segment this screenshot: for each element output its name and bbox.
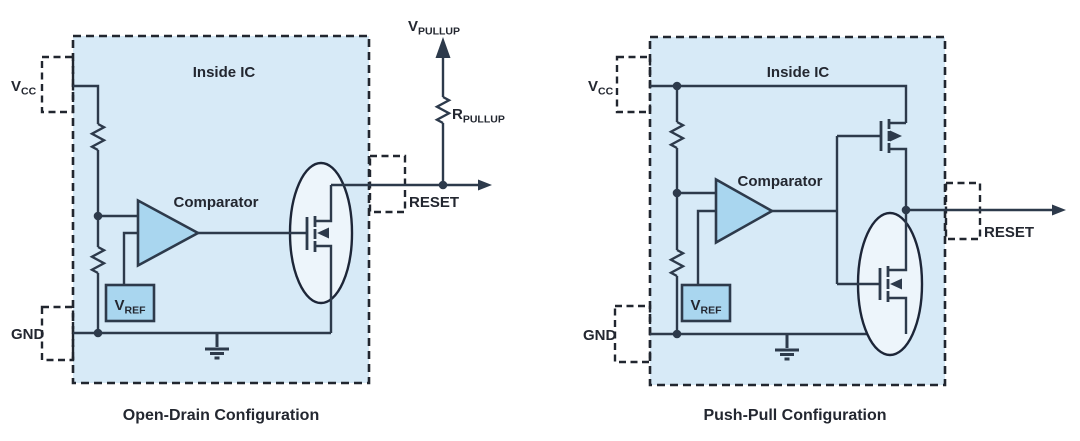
- drain-wire: [315, 185, 333, 223]
- divider-tap-dot: [93, 211, 103, 221]
- comparator-label: Comparator: [173, 194, 258, 211]
- ground-symbol: [205, 333, 229, 360]
- reset-arrow-icon: [1052, 204, 1066, 216]
- nmos-transistor: [837, 210, 908, 334]
- comparator-minus-input-wire: [122, 231, 138, 285]
- vcc-rail: [650, 84, 908, 123]
- divider-resistor-bottom: [668, 248, 686, 278]
- diagram-caption: Push-Pull Configuration: [703, 407, 886, 424]
- divider-tap-dot: [672, 188, 682, 198]
- gnd-junction-dot: [672, 329, 682, 339]
- pullup-resistor: [434, 95, 452, 125]
- source-wire: [315, 244, 333, 333]
- gnd-junction-dot: [93, 328, 103, 338]
- vpullup-arrow-icon: [435, 37, 451, 58]
- divider-resistor-top: [668, 120, 686, 150]
- pmos-transistor: [837, 119, 908, 210]
- inside-ic-label: Inside IC: [767, 64, 830, 81]
- vref-label: VREF: [114, 297, 146, 317]
- ground-symbol: [775, 334, 799, 361]
- comparator-minus-input-wire: [696, 209, 716, 285]
- gnd-label: GND: [11, 326, 45, 343]
- reset-label: RESET: [984, 224, 1034, 241]
- vcc-label: VCC: [11, 78, 37, 98]
- output-junction-dot: [901, 205, 911, 215]
- body-arrow-icon: [317, 227, 329, 239]
- drain-wire: [888, 210, 908, 272]
- source-wire: [888, 296, 908, 334]
- push-pull-diagram: Inside IC VCC GND RESET Comparator V: [583, 35, 1066, 424]
- nmos-transistor: [198, 185, 333, 333]
- inside-ic-label: Inside IC: [193, 64, 256, 81]
- rpullup-label: RPULLUP: [452, 106, 505, 126]
- divider-resistor-top: [89, 122, 107, 152]
- reset-arrow-icon: [478, 179, 492, 191]
- comparator: [714, 177, 775, 245]
- comparator-label: Comparator: [737, 173, 822, 190]
- vcc-pin-box: [615, 55, 652, 114]
- open-drain-diagram: Inside IC VCC GND RESET Comparator VREF: [11, 18, 505, 424]
- vref-box: [104, 283, 156, 323]
- body-arrow-icon: [890, 130, 902, 142]
- vref-box: [680, 283, 732, 323]
- vcc-junction-dot: [672, 81, 682, 91]
- gnd-pin-box: [40, 305, 75, 362]
- vref-label: VREF: [690, 297, 722, 317]
- vpullup-label: VPULLUP: [408, 18, 460, 38]
- reset-label: RESET: [409, 194, 459, 211]
- body-arrow-icon: [890, 278, 902, 290]
- gnd-pin-box: [613, 304, 652, 364]
- divider-resistor-bottom: [89, 245, 107, 275]
- vcc-label: VCC: [588, 78, 614, 98]
- comparator: [136, 198, 201, 268]
- gnd-label: GND: [583, 327, 617, 344]
- diagram-caption: Open-Drain Configuration: [123, 407, 319, 424]
- drain-wire: [889, 147, 908, 210]
- vcc-wire: [73, 84, 100, 124]
- vcc-pin-box: [40, 55, 75, 114]
